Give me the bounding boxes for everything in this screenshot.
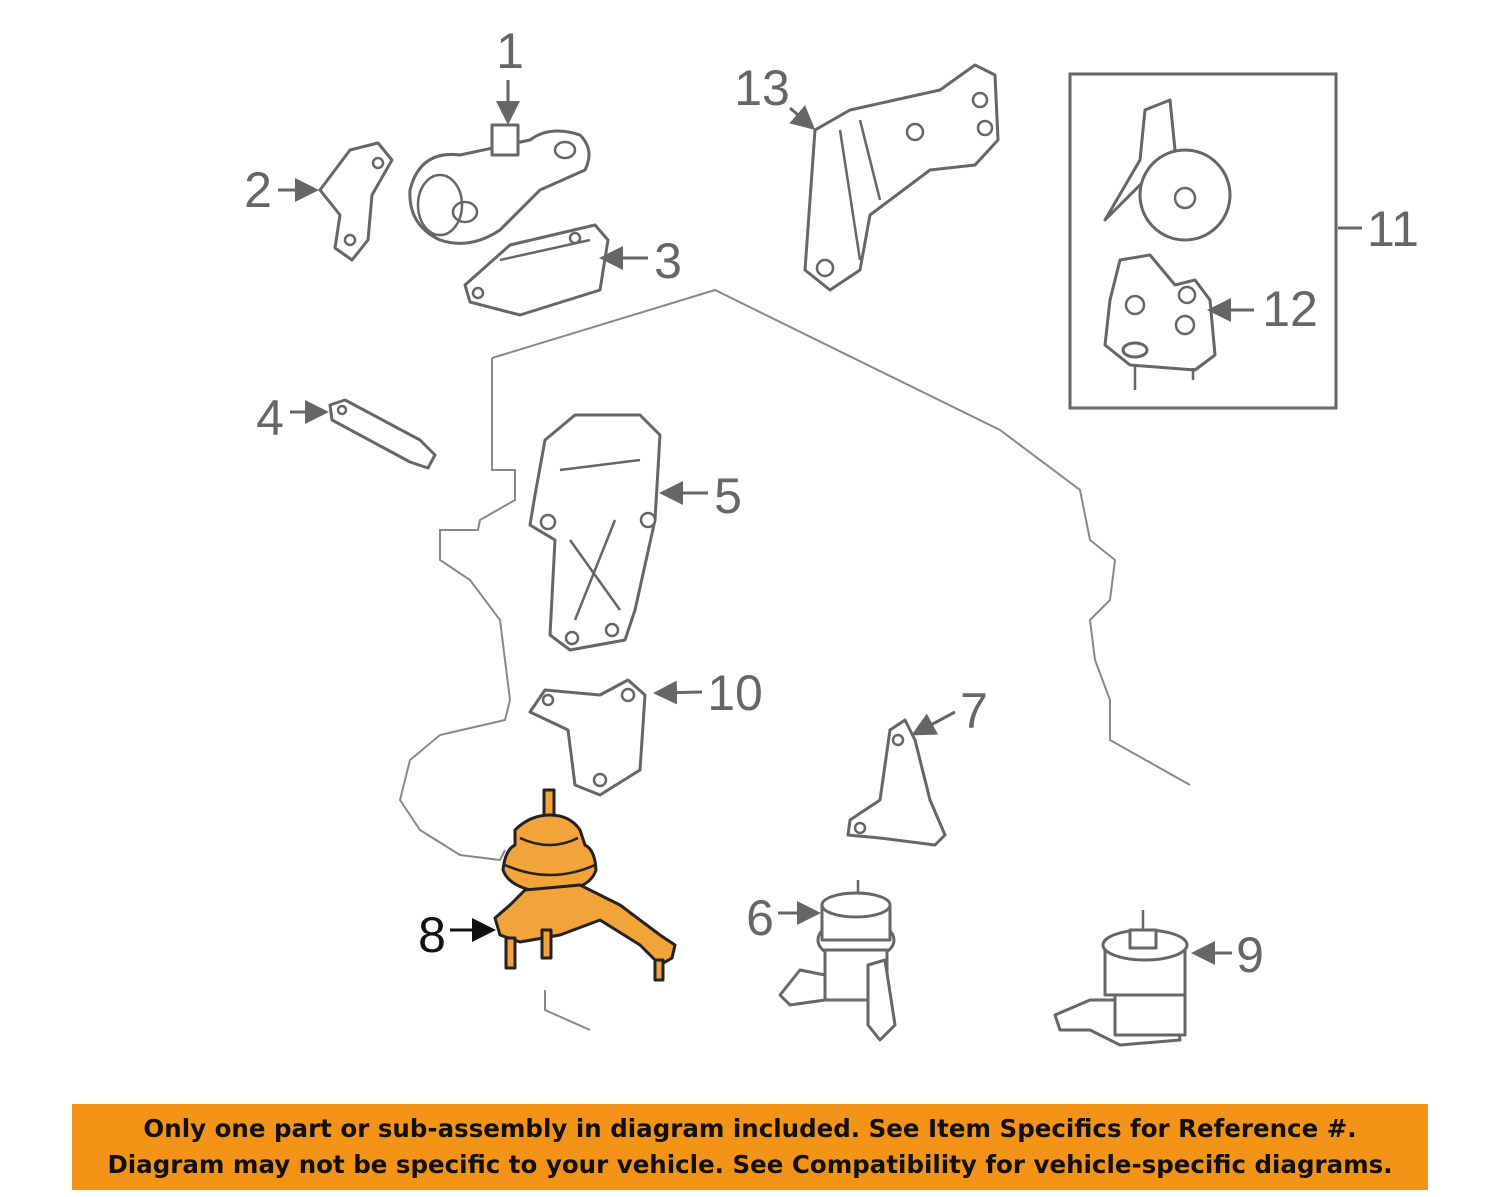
part-9-mount[interactable] [1053, 910, 1189, 1047]
callout-5: 5 [659, 468, 742, 524]
part-13-bracket[interactable] [803, 63, 1000, 292]
callout-10: 10 [653, 665, 763, 721]
svg-text:11: 11 [1367, 201, 1419, 257]
callout-1: 1 [496, 23, 524, 125]
callout-9: 9 [1191, 927, 1264, 983]
part-12-mount[interactable] [1103, 253, 1217, 390]
svg-text:8: 8 [418, 907, 446, 963]
part-5-bracket[interactable] [528, 413, 662, 652]
svg-text:5: 5 [714, 468, 742, 524]
svg-text:7: 7 [960, 683, 988, 739]
part-1-torque-rod[interactable] [408, 123, 591, 245]
svg-text:6: 6 [746, 890, 774, 946]
part-11-group-box [1068, 72, 1338, 410]
svg-text:13: 13 [734, 60, 790, 116]
callout-3: 3 [599, 233, 682, 289]
engine-outline [398, 288, 1191, 1031]
part-2-bracket[interactable] [318, 141, 394, 262]
svg-text:1: 1 [496, 23, 524, 79]
callout-6: 6 [746, 890, 821, 946]
disclaimer-banner: Only one part or sub-assembly in diagram… [72, 1104, 1428, 1190]
callout-13: 13 [734, 60, 816, 130]
part-4-bracket[interactable] [328, 398, 437, 470]
svg-text:2: 2 [244, 162, 272, 218]
callout-11: 11 [1338, 201, 1419, 257]
svg-text:12: 12 [1262, 281, 1318, 337]
callout-2: 2 [244, 162, 319, 218]
svg-text:4: 4 [256, 390, 284, 446]
part-11-mount[interactable] [1103, 98, 1232, 242]
part-6-mount[interactable] [778, 880, 897, 1042]
svg-text:3: 3 [654, 233, 682, 289]
part-7-bracket[interactable] [846, 718, 947, 847]
callout-12: 12 [1207, 281, 1318, 337]
part-8-engine-mount-highlighted[interactable] [493, 788, 677, 982]
disclaimer-line-1: Only one part or sub-assembly in diagram… [143, 1114, 1357, 1143]
part-10-bracket[interactable] [528, 678, 647, 797]
svg-text:10: 10 [707, 665, 763, 721]
svg-text:9: 9 [1236, 927, 1264, 983]
callout-4: 4 [256, 390, 329, 446]
disclaimer-line-2: Diagram may not be specific to your vehi… [107, 1150, 1393, 1179]
callout-7: 7 [911, 683, 988, 739]
callout-8: 8 [418, 907, 496, 963]
